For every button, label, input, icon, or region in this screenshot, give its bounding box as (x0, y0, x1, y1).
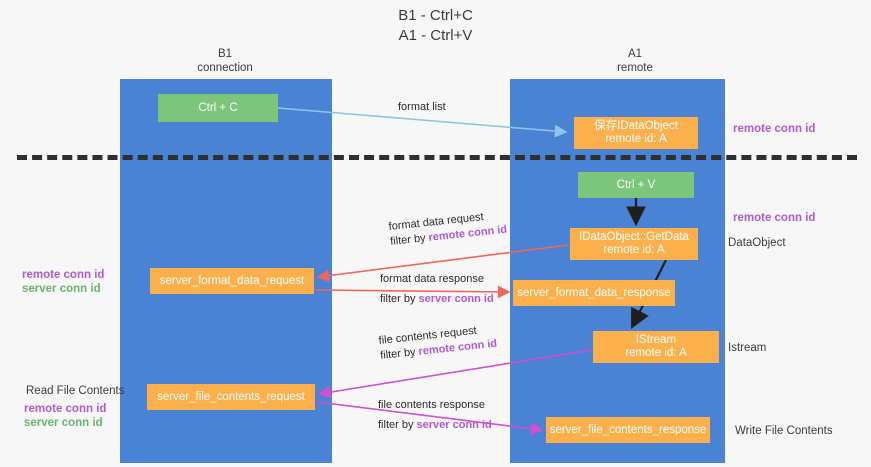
label-left-conn-ids: remote conn id server conn id (22, 268, 104, 296)
node-server-file-contents-response[interactable]: server_file_contents_response (546, 417, 710, 443)
filter-prefix: filter by (379, 345, 420, 362)
filter-prefix: filter by (380, 293, 419, 305)
node-istream-line-1: IStream (635, 334, 677, 346)
label-remote-conn-id-mid: remote conn id (733, 212, 816, 224)
node-server-format-data-response[interactable]: server_format_data_response (513, 280, 675, 306)
label-write-file-contents: Write File Contents (735, 425, 833, 437)
filter-key-server-conn-id: server conn id (418, 293, 494, 305)
swimlane-a1-header: A1 remote (560, 47, 710, 75)
filter-prefix: filter by (389, 231, 430, 248)
edge-label-format-data-response: format data response filter by server co… (380, 272, 494, 307)
edge-label-file-contents-response: file contents response filter by server … (378, 398, 492, 433)
filter-prefix: filter by (378, 419, 417, 431)
diagram-title-line-1: B1 - Ctrl+C (398, 7, 473, 24)
node-idataobject-getdata[interactable]: IDataObject::GetData remote id: A (570, 228, 698, 260)
node-idataobject-getdata-line-1: IDataObject::GetData (579, 231, 689, 243)
label-dataobject: DataObject (728, 237, 786, 249)
edge-label-format-list-text: format list (398, 101, 446, 113)
label-left-remote-conn-id: remote conn id (22, 269, 105, 281)
node-server-format-data-request[interactable]: server_format_data_request (150, 268, 314, 294)
swimlane-b1-name: B1 (217, 48, 233, 60)
edge-label-format-data-response-text: format data response (380, 273, 484, 285)
edge-label-format-list: format list (398, 100, 446, 115)
label-remote-conn-id-top: remote conn id (733, 123, 816, 135)
edge-label-file-contents-response-filter: filter by server conn id (378, 418, 492, 433)
edge-label-file-contents-response-text: file contents response (378, 399, 486, 411)
node-server-format-data-request-label: server_format_data_request (159, 274, 305, 287)
filter-key-server-conn-id: server conn id (416, 419, 492, 431)
node-ctrl-c-label: Ctrl + C (198, 101, 238, 114)
swimlane-b1-role: connection (197, 62, 253, 74)
node-ctrl-v-label: Ctrl + V (616, 178, 656, 191)
diagram-title-line-2: A1 - Ctrl+V (398, 27, 473, 44)
node-ctrl-c[interactable]: Ctrl + C (158, 94, 278, 122)
label-left-remote-conn-id-2: remote conn id (24, 403, 107, 415)
swimlane-a1-role: remote (617, 62, 653, 74)
node-save-idataobject[interactable]: 保存IDataObject remote id: A (574, 117, 698, 149)
label-left-conn-ids-2: remote conn id server conn id (24, 402, 106, 430)
node-save-idataobject-line-2: remote id: A (605, 133, 667, 145)
edge-label-format-data-request: format data request filter by remote con… (388, 208, 508, 250)
label-read-file-contents: Read File Contents (26, 385, 125, 397)
node-server-file-contents-request[interactable]: server_file_contents_request (147, 384, 315, 410)
edge-label-format-data-response-filter: filter by server conn id (380, 292, 494, 307)
swimlane-a1-name: A1 (627, 48, 643, 60)
edge-label-file-contents-request: file contents request filter by remote c… (378, 322, 498, 364)
phase-divider (17, 155, 857, 160)
label-left-server-conn-id: server conn id (22, 283, 101, 295)
diagram-title: B1 - Ctrl+C A1 - Ctrl+V (0, 6, 871, 46)
node-server-file-contents-response-label: server_file_contents_response (549, 423, 707, 436)
node-ctrl-v[interactable]: Ctrl + V (578, 172, 694, 198)
node-save-idataobject-line-1: 保存IDataObject (594, 120, 678, 132)
label-istream: Istream (728, 342, 767, 354)
label-left-server-conn-id-2: server conn id (24, 417, 103, 429)
node-server-format-data-response-label: server_format_data_response (517, 286, 671, 299)
node-idataobject-getdata-line-2: remote id: A (603, 244, 665, 256)
node-istream[interactable]: IStream remote id: A (593, 331, 719, 363)
swimlane-b1-header: B1 connection (150, 47, 300, 75)
node-server-file-contents-request-label: server_file_contents_request (157, 390, 305, 403)
node-istream-line-2: remote id: A (625, 347, 687, 359)
